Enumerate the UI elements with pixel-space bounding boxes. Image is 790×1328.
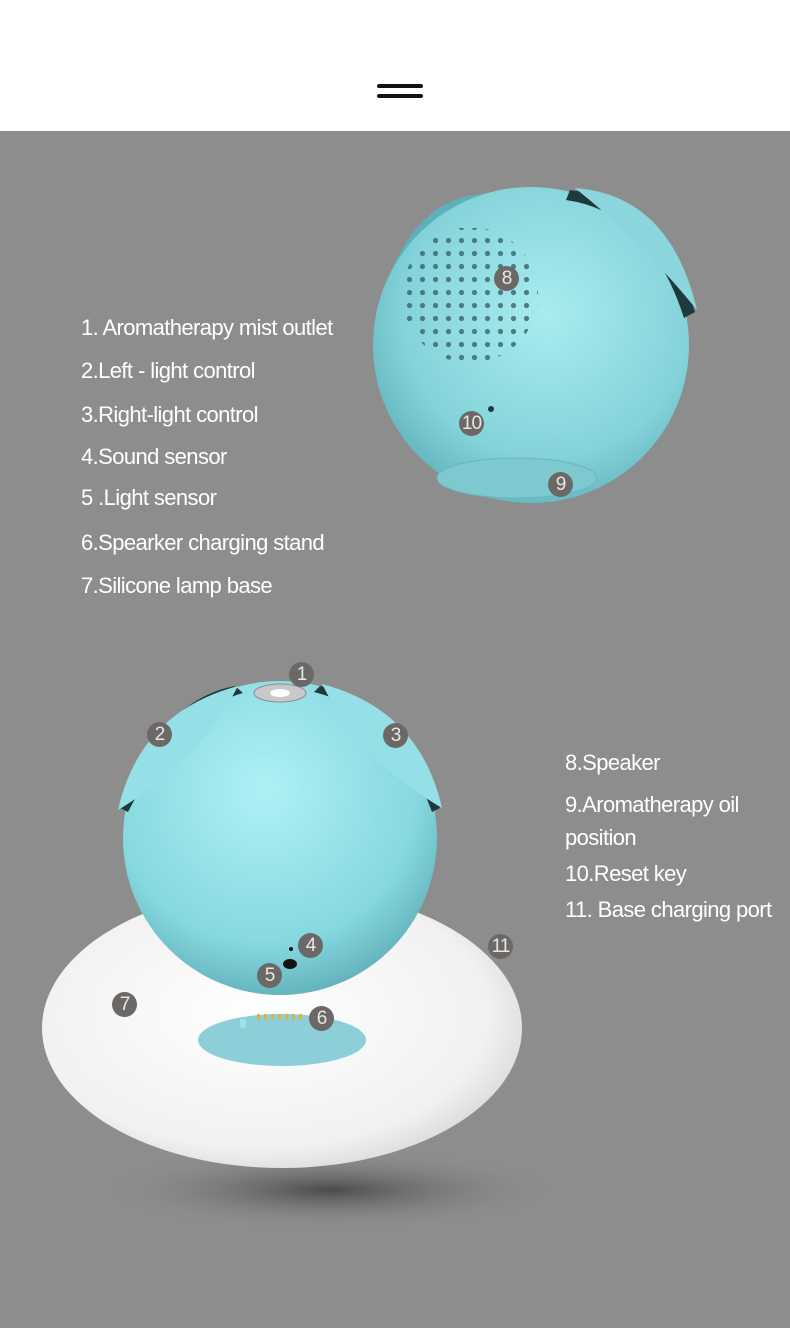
legend-item-5: 5 .Light sensor [81, 485, 217, 510]
marker-6: 6 [309, 1006, 334, 1031]
hamburger-menu-icon[interactable] [377, 84, 423, 98]
marker-7: 7 [112, 992, 137, 1017]
marker-9: 9 [548, 472, 573, 497]
legend-item-6: 6.Spearker charging stand [81, 530, 325, 555]
legend-item-7: 7.Silicone lamp base [81, 573, 273, 598]
speaker-front-view [118, 681, 442, 995]
legend-item-9: 9.Aromatherapy oil position [565, 792, 739, 850]
menu-bar [377, 94, 423, 98]
marker-3: 3 [383, 723, 408, 748]
legend-item-1: 1. Aromatherapy mist outlet [81, 315, 333, 340]
legend-item-11: 11. Base charging port [565, 897, 772, 922]
marker-2: 2 [147, 722, 172, 747]
marker-1: 1 [289, 662, 314, 687]
marker-5: 5 [257, 963, 282, 988]
legend-item-8: 8.Speaker [565, 750, 660, 775]
legend-item-2: 2.Left - light control [81, 358, 256, 383]
header-band [0, 0, 790, 131]
marker-10: 10 [459, 411, 484, 436]
speaker-rear-view [373, 187, 697, 503]
marker-8: 8 [494, 266, 519, 291]
legend-item-3: 3.Right-light control [81, 402, 259, 427]
marker-4: 4 [298, 933, 323, 958]
legend-item-10: 10.Reset key [565, 861, 687, 886]
menu-bar [377, 84, 423, 88]
marker-11: 11 [488, 934, 513, 959]
legend-item-4: 4.Sound sensor [81, 444, 227, 469]
